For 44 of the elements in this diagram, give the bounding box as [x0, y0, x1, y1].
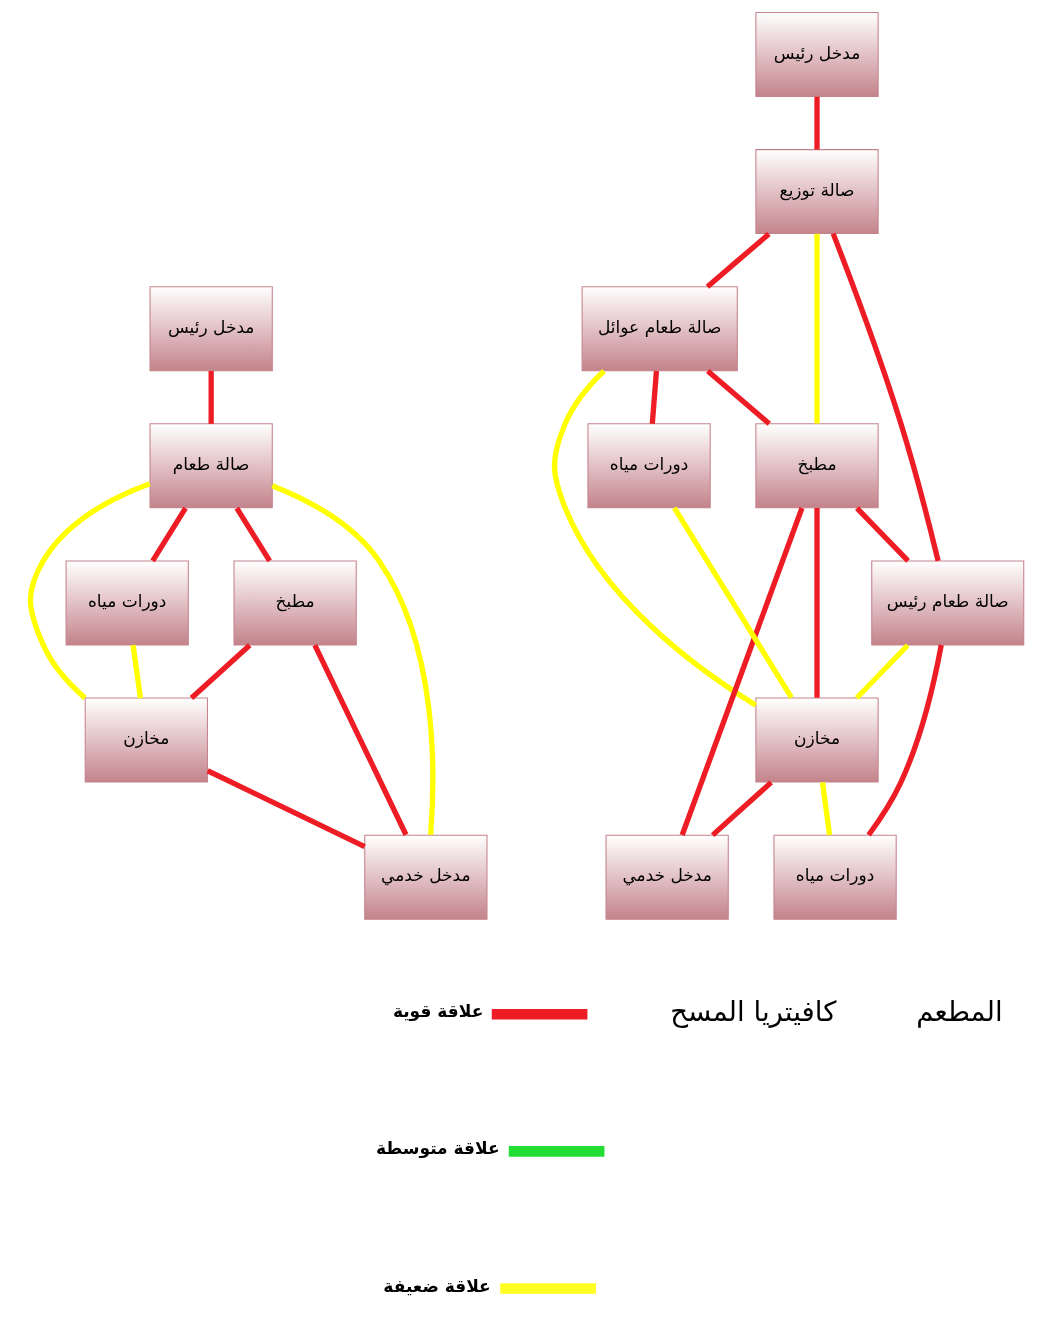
- node-box: صالة طعام: [149, 423, 273, 509]
- connector: [27, 481, 151, 700]
- connector: [208, 371, 214, 424]
- connector: [813, 233, 820, 424]
- node-box: مخازن: [754, 697, 879, 783]
- node-box: مخازن: [84, 697, 208, 783]
- legend-label: علاقة متوسطة: [375, 1138, 499, 1159]
- connector: [270, 483, 435, 835]
- label: كافيتريا المسح: [669, 994, 836, 1028]
- node-box: صالة طعام عوائل: [581, 286, 738, 372]
- node-box: مطبخ: [754, 423, 879, 509]
- connector: [866, 644, 944, 837]
- connector: [679, 507, 804, 836]
- connector: [830, 232, 941, 562]
- node-box: صالة طعام رئيس: [870, 560, 1024, 646]
- connector: [234, 506, 272, 563]
- connector: [854, 506, 910, 563]
- connector: [149, 506, 188, 563]
- connector: [129, 644, 143, 699]
- connector: [819, 782, 832, 836]
- connector: [206, 768, 366, 849]
- node-box: صالة توزيع: [754, 149, 879, 235]
- node-box: مدخل رئيس: [149, 286, 273, 372]
- connector: [649, 370, 659, 424]
- connector: [551, 369, 757, 708]
- connector: [854, 643, 910, 700]
- node-box: مدخل خدمي: [363, 834, 487, 920]
- connector: [311, 643, 408, 836]
- connector: [710, 780, 773, 838]
- connector: [705, 369, 771, 426]
- node-box: مطبخ: [233, 560, 357, 646]
- connector: [813, 96, 820, 150]
- connector: [671, 506, 794, 700]
- connector: [813, 507, 820, 698]
- node-box: دورات مياه: [772, 834, 897, 920]
- node-box: مدخل خدمي: [605, 834, 729, 920]
- label: المطعم: [915, 994, 1003, 1028]
- node-box: دورات مياه: [586, 423, 711, 509]
- legend-label: علاقة ضعيفة: [382, 1275, 491, 1296]
- node-box: دورات مياه: [65, 560, 189, 646]
- node-box: مدخل رئيس: [754, 11, 879, 97]
- connector: [705, 231, 771, 289]
- legend-label: علاقة قوية: [392, 1001, 483, 1022]
- connector: [189, 643, 251, 700]
